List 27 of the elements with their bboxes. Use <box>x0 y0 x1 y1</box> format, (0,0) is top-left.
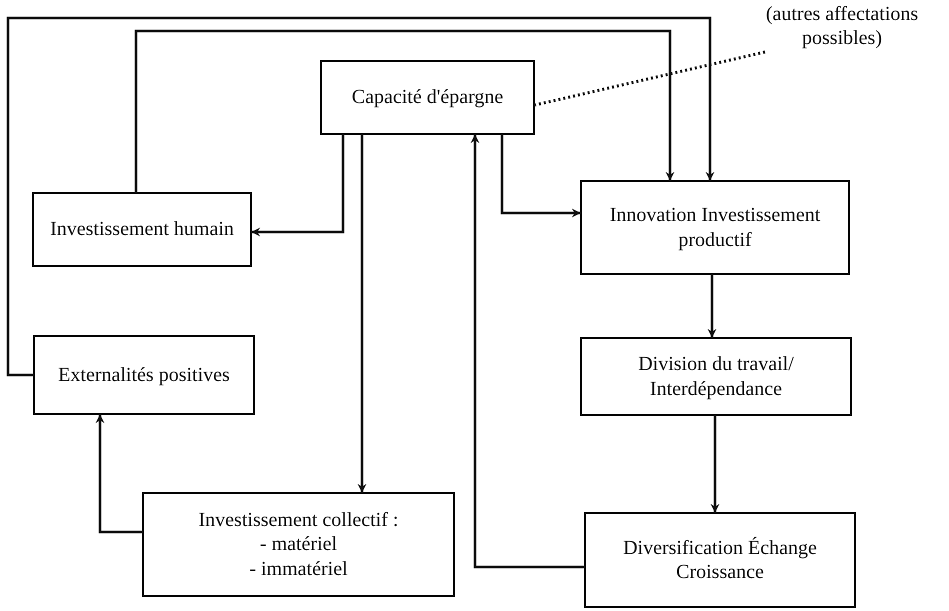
box-text: Externalités positives <box>57 362 231 388</box>
arrow <box>96 414 142 534</box>
box-text: Division du travail/ Interdépendance <box>637 352 795 401</box>
box-text: Investissement humain <box>49 217 235 242</box>
arrow <box>251 135 344 236</box>
arrow <box>500 135 581 218</box>
leader-line <box>534 50 766 106</box>
process-box <box>584 512 856 608</box>
box-text: Diversification Échange Croissance <box>622 536 818 584</box>
arrow <box>358 135 366 493</box>
process-box <box>580 337 852 416</box>
arrow <box>470 134 584 568</box>
process-box <box>320 60 535 135</box>
arrow <box>708 275 716 338</box>
box-text: - matériel <box>258 532 338 557</box>
process-box <box>580 180 850 275</box>
arrow <box>710 416 720 513</box>
box-text: Innovation Investissement productif <box>608 203 822 252</box>
box-text: Investissement collectif : <box>198 508 400 532</box>
note-text: (autres affectations possibles) <box>764 2 920 50</box>
box-text: Capacité d'épargne <box>350 85 504 110</box>
process-box <box>33 335 255 415</box>
box-text: - immatériel <box>248 556 349 582</box>
process-box <box>32 192 252 267</box>
arrow <box>134 30 674 192</box>
process-box <box>142 492 455 597</box>
arrow <box>6 16 714 376</box>
